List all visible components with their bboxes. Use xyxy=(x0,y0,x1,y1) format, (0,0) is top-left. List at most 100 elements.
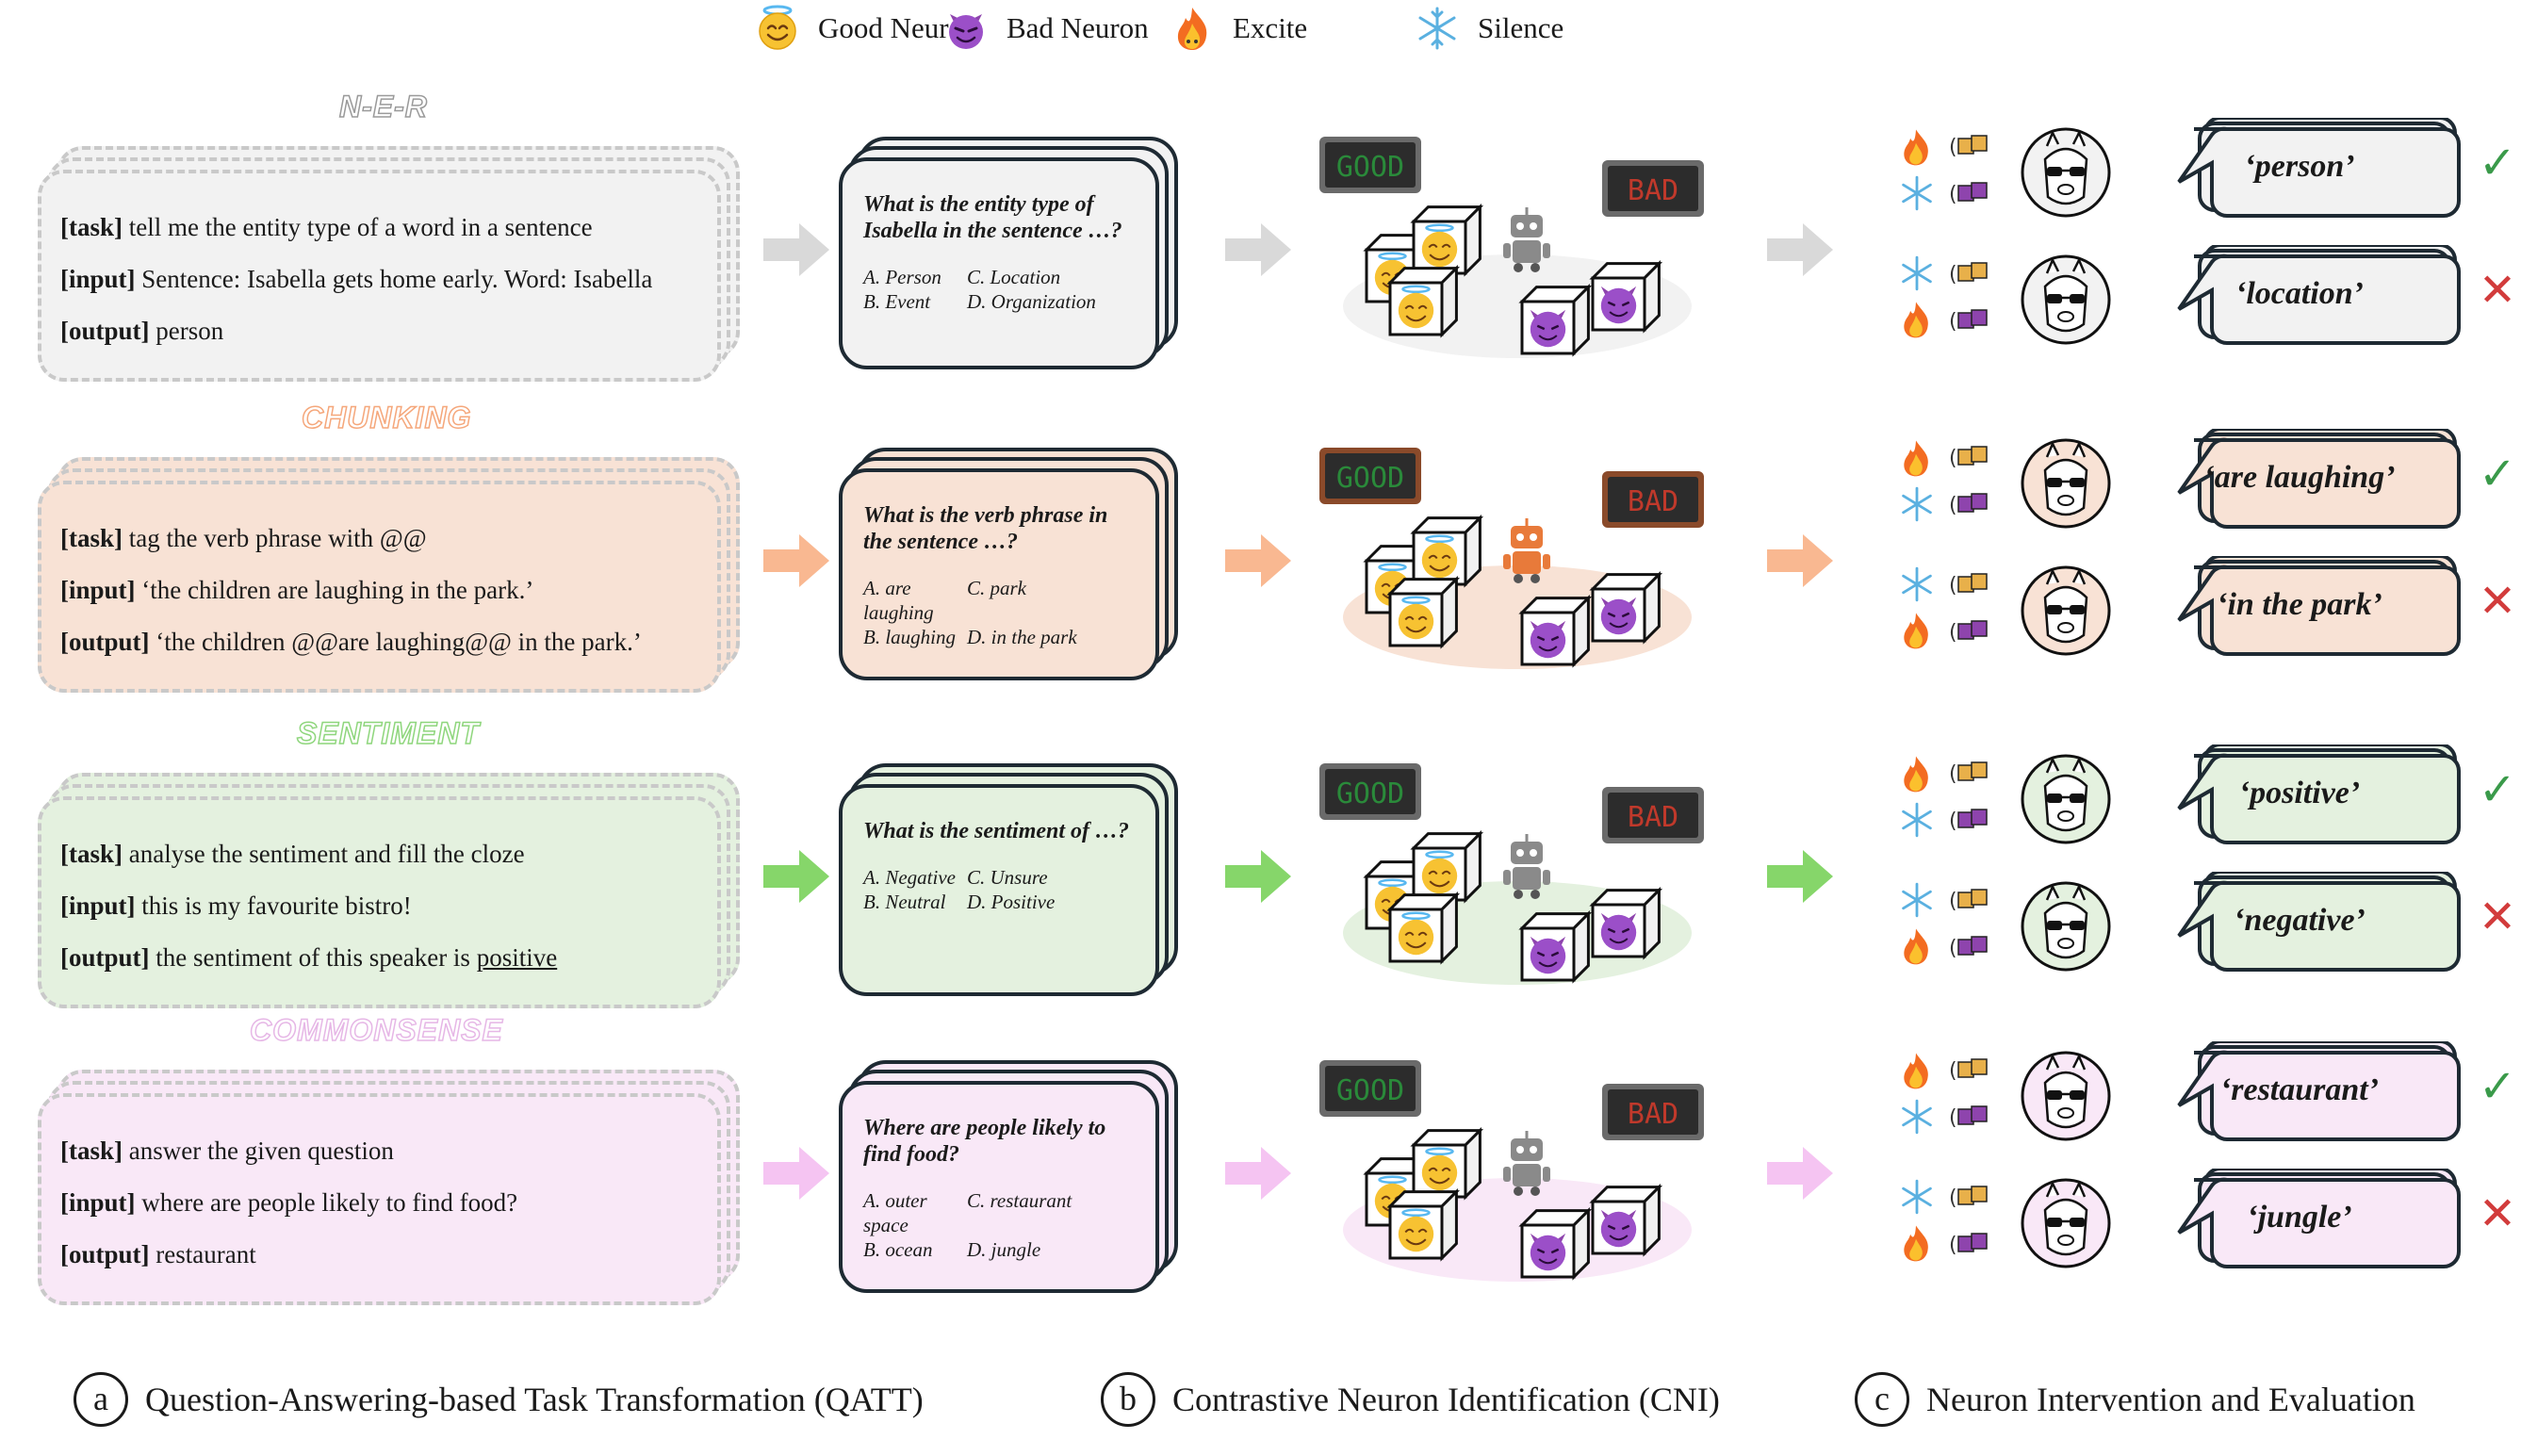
option: A. outer space xyxy=(863,1189,927,1236)
response-text: ‘restaurant’ xyxy=(2219,1072,2380,1107)
alpaca-avatar xyxy=(2021,127,2111,218)
option: D. Positive xyxy=(967,891,1056,913)
line-text: tell me the entity type of a word in a s… xyxy=(128,213,593,241)
arrow-icon xyxy=(1225,850,1291,903)
speech-bubble xyxy=(2177,118,2461,218)
alpaca-avatar xyxy=(2021,1178,2111,1268)
speech-bubble xyxy=(2177,744,2461,844)
option: C. restaurant xyxy=(967,1189,1072,1212)
task-row-sentiment: SENTIMENT[task] analyse the sentiment an… xyxy=(0,715,2521,1027)
step-letter: a xyxy=(74,1372,128,1427)
excite-icon xyxy=(1904,129,1928,166)
bad-sign: BAD xyxy=(1602,471,1704,528)
svg-text:(: ( xyxy=(1949,263,1957,286)
output-prefix: the sentiment of this speaker is xyxy=(156,943,477,972)
line-text: answer the given question xyxy=(128,1137,394,1165)
good-neuron-cube xyxy=(1386,1187,1461,1262)
response-wrong: ((‘location’✕ xyxy=(1894,245,2521,368)
legend-excite: Excite xyxy=(1169,6,1307,51)
response-panel: ((‘restaurant’✓((‘jungle’✕ xyxy=(1894,1041,2521,1315)
task-title: COMMONSENSE xyxy=(249,1012,503,1048)
speech-bubble xyxy=(2177,245,2461,345)
line-tag: [input] xyxy=(60,576,136,604)
sign-label: BAD xyxy=(1628,801,1678,834)
svg-text:(: ( xyxy=(1949,1186,1957,1210)
silence-icon xyxy=(1902,802,1932,838)
instruction-line: [output] ‘the children @@are laughing@@ … xyxy=(60,616,708,668)
instruction-line: [task] analyse the sentiment and fill th… xyxy=(60,828,708,880)
svg-text:(: ( xyxy=(1949,447,1957,470)
option: B. ocean xyxy=(863,1238,933,1261)
question-text: What is the verb phrase in the sentence … xyxy=(863,503,1108,554)
silence-icon xyxy=(1902,175,1932,211)
sign-label: GOOD xyxy=(1336,777,1404,810)
neuron-scene: GOOD BAD xyxy=(1319,137,1704,358)
response-correct: ((‘are laughing’✓ xyxy=(1894,429,2521,551)
silence-icon xyxy=(1902,1179,1932,1215)
option: D. jungle xyxy=(967,1238,1041,1261)
excite-icon xyxy=(1177,8,1207,50)
silence-icon xyxy=(1902,255,1932,291)
alpaca-avatar xyxy=(2021,438,2111,529)
bad-neuron-mini-icon: ( xyxy=(1949,809,1988,833)
svg-text:(: ( xyxy=(1949,890,1957,913)
card-layer: [task] analyse the sentiment and fill th… xyxy=(38,796,721,1008)
check-icon: ✓ xyxy=(2478,137,2517,189)
alpaca-avatar xyxy=(2021,754,2111,844)
arrow-icon xyxy=(1767,534,1833,587)
neuron-scene: GOOD BAD xyxy=(1319,1060,1704,1282)
line-tag: [input] xyxy=(60,1188,136,1217)
intervention-icons: (( xyxy=(1902,440,1988,522)
card-layer: Where are people likely to find food? A. … xyxy=(839,1081,1159,1293)
question-text: Where are people likely to find food? xyxy=(863,1116,1106,1167)
svg-text:(: ( xyxy=(1949,1059,1957,1083)
step-letter: c xyxy=(1855,1372,1909,1427)
bad-sign: BAD xyxy=(1602,1084,1704,1140)
bad-neuron-cube xyxy=(1589,1183,1663,1257)
good-neuron-mini-icon: ( xyxy=(1949,889,1988,913)
bad-neuron-mini-icon: ( xyxy=(1949,493,1988,517)
response-text: ‘jungle’ xyxy=(2247,1200,2352,1235)
option: A. are laughing xyxy=(863,577,934,624)
option: D. Organization xyxy=(967,290,1096,313)
intervention-icons: (( xyxy=(1902,1053,1988,1135)
robot-icon xyxy=(1503,834,1550,899)
legend: Good Neuron Bad Neuron Excite Silence xyxy=(754,0,1838,57)
task-row-chunking: CHUNKING[task] tag the verb phrase with … xyxy=(0,400,2521,712)
silence-icon xyxy=(1902,1099,1932,1135)
silence-icon xyxy=(1902,566,1932,602)
footer-step-a: a Question-Answering-based Task Transfor… xyxy=(74,1371,924,1428)
option: B. Event xyxy=(863,290,931,313)
svg-text:(: ( xyxy=(1949,1106,1957,1130)
task-instruction-card: [task] analyse the sentiment and fill th… xyxy=(38,773,740,1008)
speech-bubble xyxy=(2177,1169,2461,1268)
silence-icon xyxy=(1902,486,1932,522)
line-text: ‘the children @@are laughing@@ in the pa… xyxy=(156,628,642,656)
cross-icon: ✕ xyxy=(2478,575,2517,628)
option: D. in the park xyxy=(967,626,1077,648)
good-neuron-cube xyxy=(1386,264,1461,338)
sign-label: BAD xyxy=(1628,174,1678,207)
response-wrong: ((‘negative’✕ xyxy=(1894,872,2521,994)
footer: a Question-Answering-based Task Transfor… xyxy=(0,1357,2521,1442)
neuron-scene: GOOD BAD xyxy=(1319,763,1704,985)
sign-label: GOOD xyxy=(1336,151,1404,184)
legend-silence: Silence xyxy=(1414,6,1563,51)
task-title: N-E-R xyxy=(338,89,428,124)
good-neuron-mini-icon: ( xyxy=(1949,573,1988,597)
arrow-icon xyxy=(763,534,829,587)
intervention-icons: (( xyxy=(1902,756,1988,838)
good-sign: GOOD xyxy=(1319,1060,1421,1117)
task-instruction-card: [task] tell me the entity type of a word… xyxy=(38,146,740,382)
good-neuron-cube xyxy=(1410,514,1484,588)
line-tag: [task] xyxy=(60,1137,123,1165)
instruction-line: [task] answer the given question xyxy=(60,1125,708,1177)
svg-text:(: ( xyxy=(1949,810,1957,833)
response-panel: ((‘person’✓((‘location’✕ xyxy=(1894,118,2521,391)
bad-neuron-cube xyxy=(1589,570,1663,645)
